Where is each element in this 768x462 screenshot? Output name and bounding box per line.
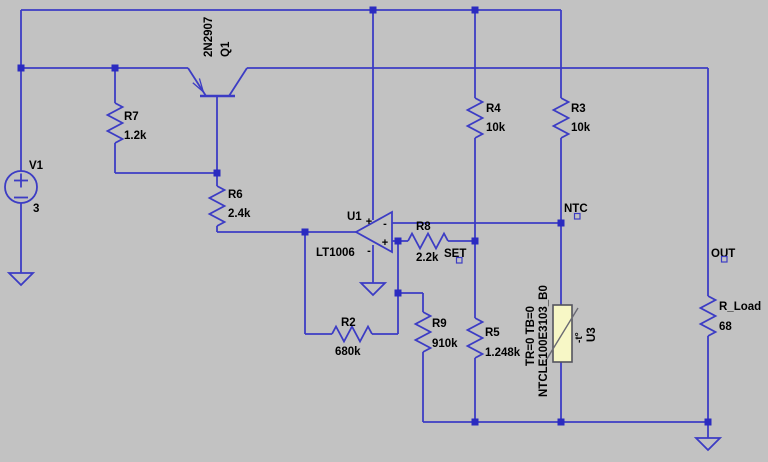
component-value[interactable]: 10k [486,122,506,134]
junction-dot [394,289,402,297]
component-label[interactable]: R4 [486,103,501,115]
component-part[interactable]: NTCLE100E3103_B0 [538,285,550,397]
junction-dot [471,6,479,14]
wires [20,9,709,438]
junction-dot [471,237,479,245]
junction-dot [369,6,377,14]
component-value[interactable]: 3 [33,203,39,215]
component-label[interactable]: R7 [124,111,139,123]
ground-flag[interactable] [8,272,34,286]
component-value[interactable]: 680k [335,346,361,358]
resistor-R6[interactable]: R6 2.4k [208,185,251,227]
net-label[interactable]: NTC [564,203,588,215]
junction-dot [557,418,565,426]
net-label[interactable]: OUT [711,248,735,260]
component-label[interactable]: Q1 [220,41,232,57]
component-label[interactable]: U1 [347,211,362,223]
component-label[interactable]: U3 [586,327,598,342]
junction-dot [557,219,565,227]
resistor-R8[interactable]: R8 2.2k [407,221,449,264]
component-value[interactable]: 2.4k [228,208,251,220]
component-label[interactable]: R5 [485,327,500,339]
resistor-R7[interactable]: R7 1.2k [106,102,147,144]
noninverting-input-marker: + [382,237,388,249]
ground-flag[interactable] [360,282,386,296]
component-value[interactable]: 10k [571,122,591,134]
resistor-R9[interactable]: R9 910k [414,311,459,353]
junction-dot [111,64,119,72]
voltage-source-V1[interactable]: V1 3 [4,160,44,215]
resistor-R3[interactable]: R3 10k [552,97,591,139]
component-value[interactable]: 1.248k [485,347,521,359]
net-flag-SET[interactable]: SET [444,248,466,264]
component-label[interactable]: V1 [29,160,44,172]
resistor-RLoad[interactable]: R_Load 68 [699,295,762,337]
resistor-R5[interactable]: R5 1.248k [466,317,521,359]
component-value[interactable]: 2.2k [416,252,439,264]
component-label[interactable]: R9 [432,318,447,330]
component-label[interactable]: R_Load [719,301,761,313]
component-label[interactable]: R3 [571,103,586,115]
transistor-Q1[interactable]: 2N2907 Q1 [187,17,248,98]
inverting-input-marker: - [383,218,387,230]
junction-dot [394,237,402,245]
component-part[interactable]: 2N2907 [203,17,215,57]
component-params[interactable]: TR=0 TB=0 [525,306,537,366]
junction-dots [17,6,712,426]
component-part[interactable]: LT1006 [316,247,355,259]
component-label[interactable]: R8 [416,221,431,233]
component-label[interactable]: R2 [341,317,356,329]
junction-dot [471,418,479,426]
junction-dot [301,228,309,236]
thermistor-U3[interactable]: -t° U3 TR=0 TB=0 NTCLE100E3103_B0 [525,285,598,397]
component-label[interactable]: R6 [228,189,243,201]
junction-dot [213,169,221,177]
opamp-U1[interactable]: - + + - U1 LT1006 [316,210,393,259]
vminus-pin-marker: - [367,245,371,257]
component-value[interactable]: 68 [719,321,732,333]
net-label[interactable]: SET [444,248,466,260]
pnp-emitter-arrow [192,78,205,94]
net-flag-NTC[interactable]: NTC [564,203,588,220]
component-value[interactable]: 1.2k [124,130,147,142]
thermistor-marker: -t° [574,332,585,343]
vplus-pin-marker: + [366,216,372,228]
ground-flag[interactable] [695,437,721,451]
net-flag-OUT[interactable]: OUT [711,248,735,263]
component-value[interactable]: 910k [432,338,458,350]
resistor-R4[interactable]: R4 10k [466,97,506,139]
junction-dot [704,418,712,426]
resistor-R2[interactable]: R2 680k [331,317,373,358]
junction-dot [17,64,25,72]
